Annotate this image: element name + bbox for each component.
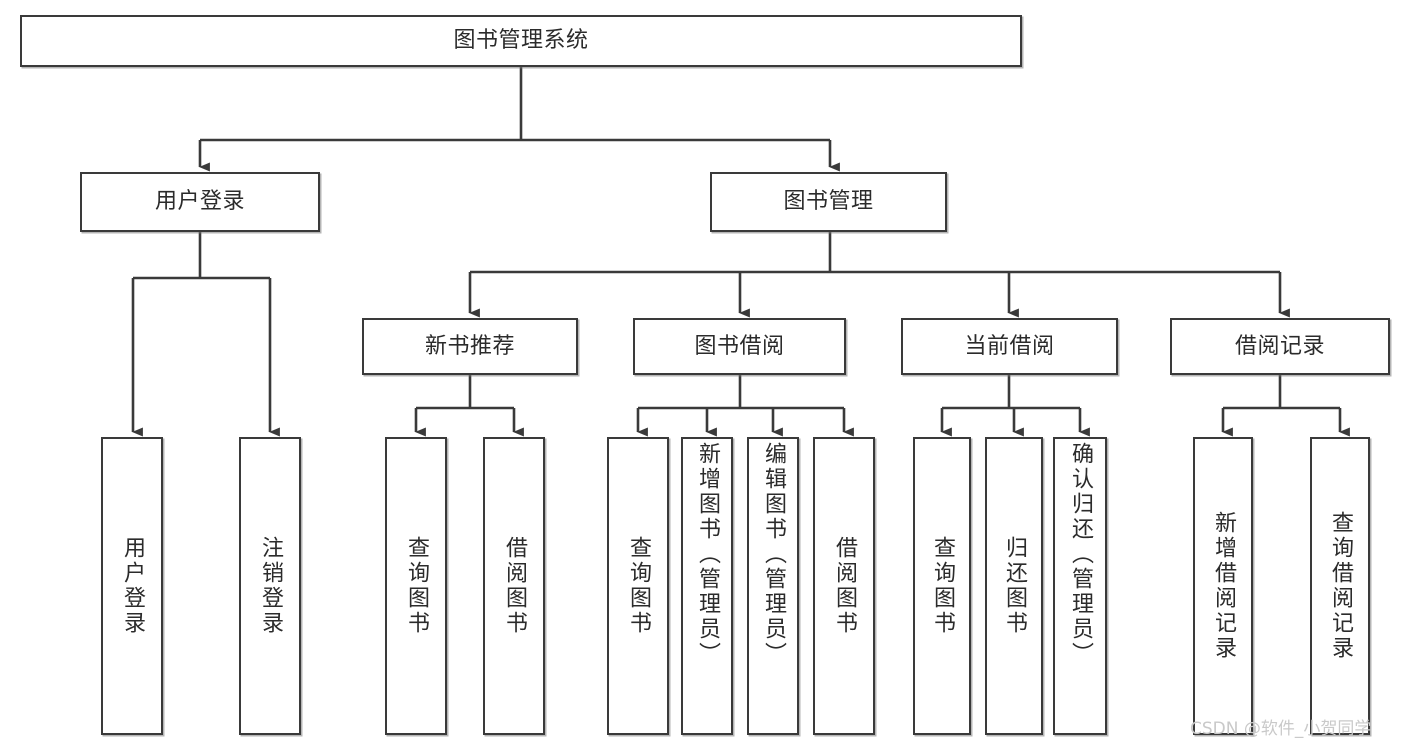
node-root[interactable]: 图书管理系统	[20, 15, 1022, 67]
node-leaf-confirm-return-label: 确认归还（管理员）	[1068, 442, 1093, 667]
node-leaf-query-book-3-label: 查询图书	[930, 536, 955, 636]
node-current-borrow[interactable]: 当前借阅	[901, 318, 1118, 375]
node-leaf-user-login-label: 用户登录	[120, 536, 145, 636]
node-book-manage[interactable]: 图书管理	[710, 172, 947, 232]
watermark-text: CSDN @软件_小贺同学	[1190, 719, 1372, 739]
node-book-manage-label: 图书管理	[783, 189, 874, 215]
node-leaf-borrow-book-2-label: 借阅图书	[832, 536, 857, 636]
node-leaf-return-book-label: 归还图书	[1002, 536, 1027, 636]
node-book-borrow-label: 图书借阅	[694, 333, 785, 359]
node-leaf-add-record[interactable]: 新增借阅记录	[1193, 437, 1253, 735]
node-leaf-add-book-label: 新增图书（管理员）	[695, 442, 720, 667]
node-leaf-query-book-1-label: 查询图书	[404, 536, 429, 636]
node-borrow-record-label: 借阅记录	[1234, 333, 1325, 359]
node-book-borrow[interactable]: 图书借阅	[633, 318, 846, 375]
node-leaf-query-book-2[interactable]: 查询图书	[607, 437, 669, 735]
node-leaf-return-book[interactable]: 归还图书	[985, 437, 1043, 735]
node-leaf-logout[interactable]: 注销登录	[239, 437, 301, 735]
node-leaf-edit-book-label: 编辑图书（管理员）	[761, 442, 786, 667]
node-leaf-borrow-book-1[interactable]: 借阅图书	[483, 437, 545, 735]
node-new-book-rec-label: 新书推荐	[424, 333, 515, 359]
node-user-login-label: 用户登录	[154, 189, 245, 215]
node-leaf-query-record[interactable]: 查询借阅记录	[1310, 437, 1370, 735]
node-leaf-edit-book[interactable]: 编辑图书（管理员）	[747, 437, 799, 735]
node-leaf-query-book-3[interactable]: 查询图书	[913, 437, 971, 735]
node-leaf-query-book-1[interactable]: 查询图书	[385, 437, 447, 735]
node-leaf-borrow-book-1-label: 借阅图书	[502, 536, 527, 636]
node-current-borrow-label: 当前借阅	[964, 333, 1055, 359]
node-root-label: 图书管理系统	[453, 28, 589, 54]
node-leaf-query-book-2-label: 查询图书	[626, 536, 651, 636]
node-leaf-borrow-book-2[interactable]: 借阅图书	[813, 437, 875, 735]
node-leaf-logout-label: 注销登录	[258, 536, 283, 636]
node-new-book-rec[interactable]: 新书推荐	[362, 318, 578, 375]
node-user-login[interactable]: 用户登录	[80, 172, 320, 232]
node-leaf-confirm-return[interactable]: 确认归还（管理员）	[1053, 437, 1107, 735]
node-leaf-query-record-label: 查询借阅记录	[1328, 511, 1353, 661]
node-leaf-add-book[interactable]: 新增图书（管理员）	[681, 437, 733, 735]
node-leaf-user-login[interactable]: 用户登录	[101, 437, 163, 735]
node-borrow-record[interactable]: 借阅记录	[1170, 318, 1390, 375]
node-leaf-add-record-label: 新增借阅记录	[1211, 511, 1236, 661]
